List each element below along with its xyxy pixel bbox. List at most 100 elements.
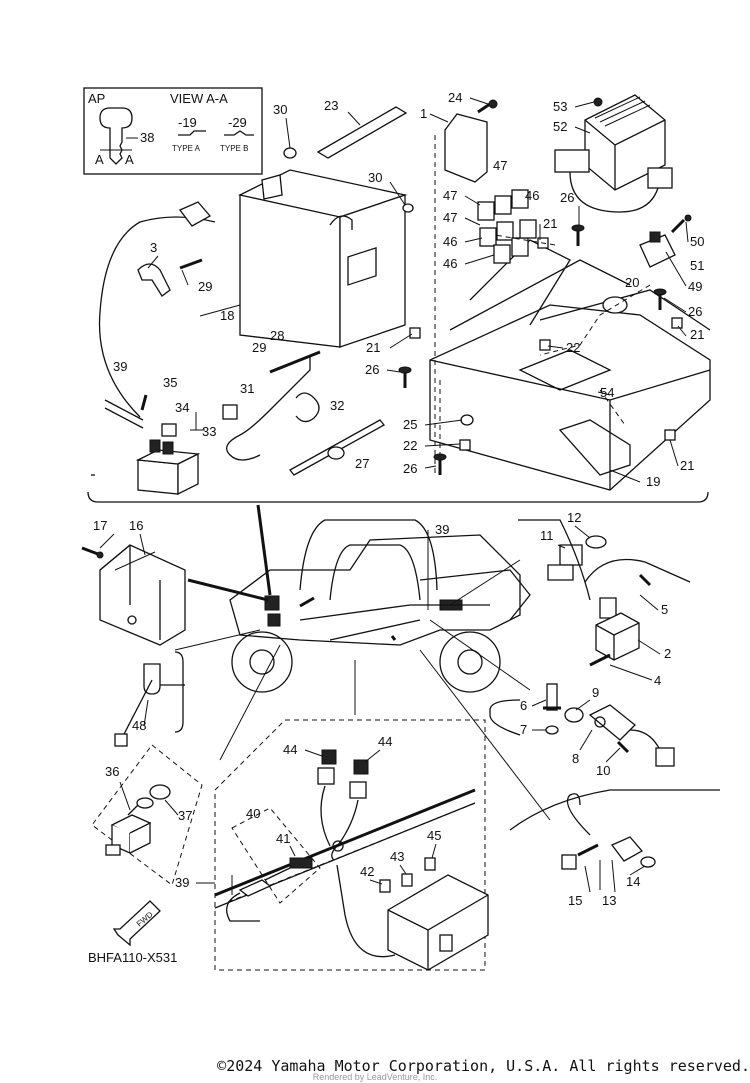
copyright-notice: ©2024 Yamaha Motor Corporation, U.S.A. A… [217,1057,750,1075]
inset-ap-label: AP [88,91,105,106]
callout-46c: 46 [443,256,457,271]
callout-32: 32 [330,398,344,413]
callout-12: 12 [567,510,581,525]
diagram-code: BHFA110-X531 [88,950,177,965]
callout-28: 28 [270,328,284,343]
callout-39a: 39 [113,359,127,374]
callout-23: 23 [324,98,338,113]
callout-22a: 22 [566,340,580,355]
callout-3: 3 [150,240,157,255]
callout-13: 13 [602,893,616,908]
callout-39b: 39 [435,522,449,537]
harness-box [214,719,489,971]
callout-15: 15 [568,893,582,908]
callout-29b: 29 [252,340,266,355]
callout-26c: 26 [365,362,379,377]
callout-45: 45 [427,828,441,843]
callout-34: 34 [175,400,189,415]
callout-21d: 21 [680,458,694,473]
callout-35: 35 [163,375,177,390]
inset-section-a2: A [125,152,134,167]
callout-24: 24 [448,90,462,105]
switch-assembly [91,744,203,886]
callout-47a: 47 [493,158,507,173]
callout-37: 37 [178,808,192,823]
callout-44a: 44 [283,742,297,757]
callout-20: 20 [625,275,639,290]
callout-33: 33 [202,424,216,439]
callout-39c: 39 [175,875,189,890]
callout-16: 16 [129,518,143,533]
callout-5: 5 [661,602,668,617]
callout-19: 19 [646,474,660,489]
fuse-box [387,874,489,971]
callout-labels: 30 23 30 3 29 18 28 29 39 35 31 34 32 33… [88,90,704,965]
callout-14: 14 [626,874,640,889]
callout-26a: 26 [560,190,574,205]
type-a-label: TYPE A [172,144,201,153]
fwd-arrow: FWD [112,900,161,947]
grommet [602,296,628,314]
callout-47c: 47 [443,210,457,225]
electrical-tray [398,94,711,491]
callout-4: 4 [654,673,661,688]
callout-9: 9 [592,685,599,700]
key-icon [99,107,133,165]
type-b-label: TYPE B [220,144,248,153]
callout-43: 43 [390,849,404,864]
starter-relay [137,459,179,495]
callout-50: 50 [690,234,704,249]
view-aa-inset: AP VIEW A-A A A 38 -19 -29 TYPE A TYPE B [83,87,263,175]
right-lower-parts [543,683,675,890]
callout-47b: 47 [443,188,457,203]
callout-31: 31 [240,381,254,396]
sensor-assembly-48 [114,651,185,747]
callout-46a: 46 [525,188,539,203]
callout-53: 53 [553,99,567,114]
callout-30b: 30 [368,170,382,185]
callout-11: 11 [540,528,554,543]
callout-21b: 21 [690,327,704,342]
callout-41: 41 [276,831,290,846]
callout-17: 17 [93,518,107,533]
parts-diagram: AP VIEW A-A A A 38 -19 -29 TYPE A TYPE B [81,87,720,971]
callout-46b: 46 [443,234,457,249]
right-middle-parts [489,519,720,831]
callout-51: 51 [690,258,704,273]
relay-holder [444,113,488,183]
callout-49: 49 [688,279,702,294]
callout-38: 38 [140,130,154,145]
vehicle-outline [174,504,551,821]
battery-assembly [98,106,414,496]
callout-22b: 22 [403,438,417,453]
callout-6: 6 [520,698,527,713]
battery-strap [316,106,408,159]
callout-26b: 26 [688,304,702,319]
callout-40: 40 [246,806,260,821]
callout-10: 10 [596,763,610,778]
callout-8: 8 [572,751,579,766]
inset-section-a1: A [95,152,104,167]
callout-42: 42 [360,864,374,879]
callout-2: 2 [664,646,671,661]
callout-leaders [99,97,689,893]
callout-27: 27 [355,456,369,471]
variant-29: -29 [228,115,247,130]
callout-30a: 30 [273,102,287,117]
callout-44b: 44 [378,734,392,749]
callout-36: 36 [105,764,119,779]
ignition-coil [595,612,640,661]
callout-48: 48 [132,718,146,733]
callout-1: 1 [420,106,427,121]
variant-19: -19 [178,115,197,130]
callout-25: 25 [403,417,417,432]
callout-26d: 26 [403,461,417,476]
callout-21a: 21 [543,216,557,231]
callout-21c: 21 [366,340,380,355]
callout-29a: 29 [198,279,212,294]
key-profile-a [178,130,206,136]
callout-54: 54 [600,385,614,400]
battery [239,194,341,348]
key-profile-b [224,130,254,136]
callout-52: 52 [553,119,567,134]
